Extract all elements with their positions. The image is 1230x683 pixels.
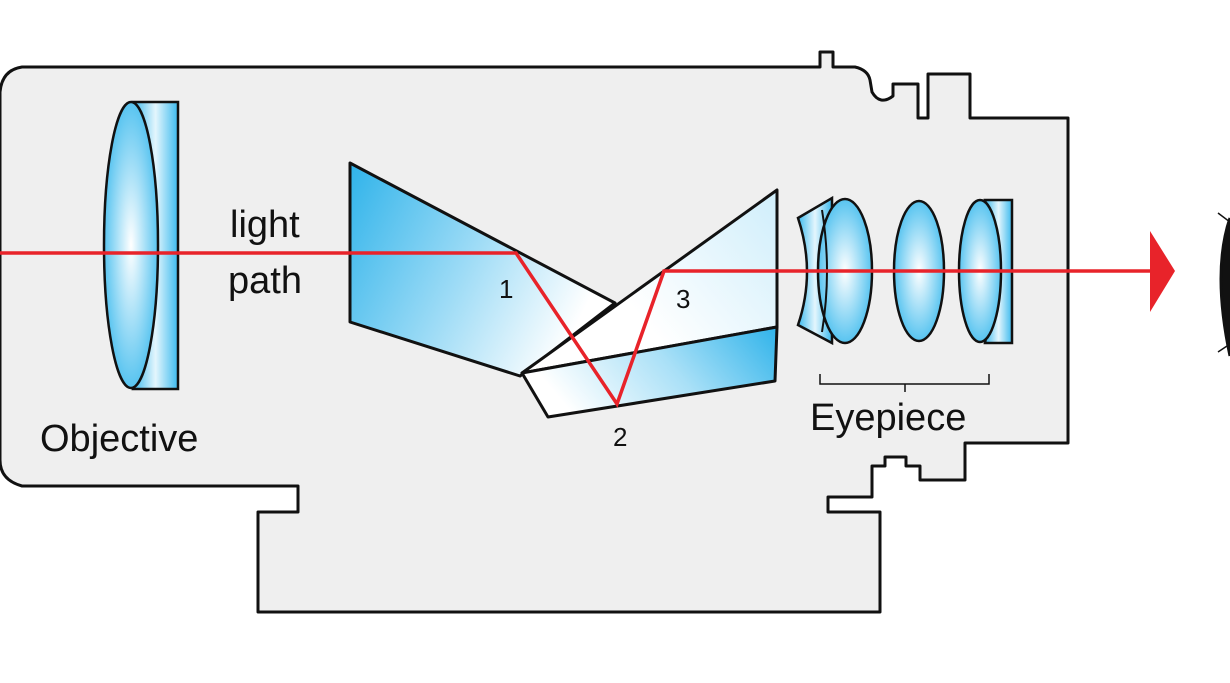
prism-1 [348,161,617,378]
light-ray [0,251,1158,408]
objective-lens [102,100,180,391]
objective-label: Objective [40,418,198,460]
light-path-label-line2: path [228,260,302,302]
ray-arrowhead [1150,231,1175,312]
reflection-point-1-label: 1 [499,274,513,304]
prism-2 [520,325,779,419]
light-path-label-line1: light [230,204,300,246]
reflection-point-2-label: 2 [613,422,627,452]
reflection-point-3-label: 3 [676,284,690,314]
eye-icon [1217,212,1230,357]
porro-prisms [348,161,779,419]
eyepiece-bracket [819,374,990,392]
eyepiece-label: Eyepiece [810,397,966,439]
